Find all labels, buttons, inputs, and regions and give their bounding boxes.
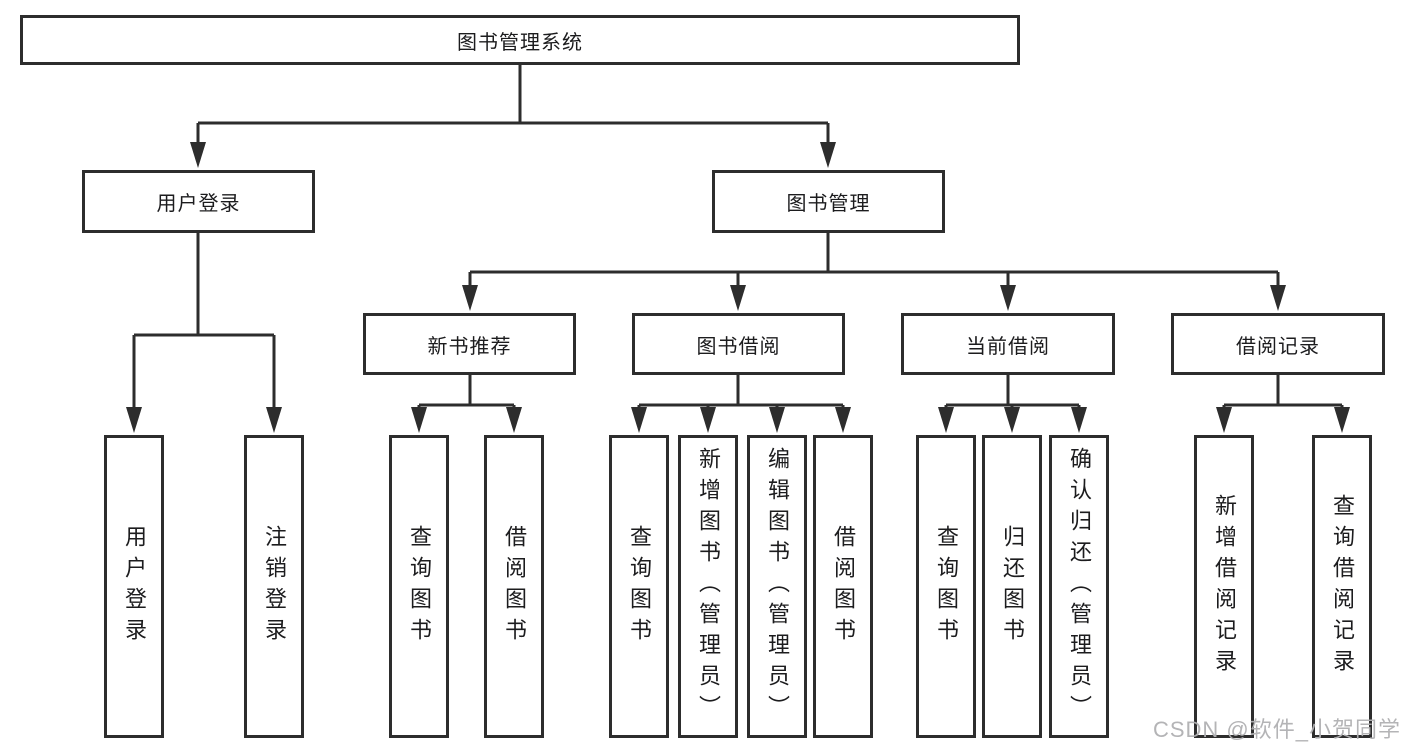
leaf-borrow-books-1: 借阅图书 xyxy=(484,435,544,738)
leaf-user-login: 用户登录 xyxy=(104,435,164,738)
leaf-add-books-admin: 新增图书（管理员） xyxy=(678,435,738,738)
leaf-borrow-books-1-label: 借阅图书 xyxy=(502,524,527,649)
node-new-book-recommend: 新书推荐 xyxy=(363,313,576,375)
leaf-confirm-return-admin: 确认归还（管理员） xyxy=(1049,435,1109,738)
node-book-management-label: 图书管理 xyxy=(786,193,871,215)
leaf-query-borrow-record-label: 查询借阅记录 xyxy=(1330,493,1355,680)
leaf-edit-books-admin: 编辑图书（管理员） xyxy=(747,435,807,738)
node-user-login-label: 用户登录 xyxy=(156,193,241,215)
leaf-user-login-label: 用户登录 xyxy=(122,524,147,649)
leaf-borrow-books-2: 借阅图书 xyxy=(813,435,873,738)
node-new-book-recommend-label: 新书推荐 xyxy=(427,335,512,358)
leaf-logout-label: 注销登录 xyxy=(262,524,287,649)
leaf-add-borrow-record: 新增借阅记录 xyxy=(1194,435,1254,738)
watermark: CSDN @软件_小贺同学 xyxy=(1152,717,1401,742)
arrowheads xyxy=(126,142,1350,433)
leaf-query-books-3-label: 查询图书 xyxy=(934,524,959,649)
node-borrow-records: 借阅记录 xyxy=(1171,313,1385,375)
node-current-borrow-label: 当前借阅 xyxy=(966,335,1050,358)
leaf-query-books-2: 查询图书 xyxy=(609,435,669,738)
node-book-borrow-label: 图书借阅 xyxy=(696,335,781,358)
leaf-query-borrow-record: 查询借阅记录 xyxy=(1312,435,1372,738)
leaf-return-books: 归还图书 xyxy=(982,435,1042,738)
node-book-management: 图书管理 xyxy=(712,170,945,233)
leaf-query-books-1: 查询图书 xyxy=(389,435,449,738)
leaf-query-books-3: 查询图书 xyxy=(916,435,976,738)
leaf-query-books-2-label: 查询图书 xyxy=(627,524,652,649)
leaf-return-books-label: 归还图书 xyxy=(1000,524,1025,649)
leaf-query-books-1-label: 查询图书 xyxy=(407,524,432,649)
node-root: 图书管理系统 xyxy=(20,15,1020,65)
node-borrow-records-label: 借阅记录 xyxy=(1236,335,1320,358)
node-book-borrow: 图书借阅 xyxy=(632,313,845,375)
leaf-add-books-admin-label: 新增图书（管理员） xyxy=(696,447,721,726)
leaf-borrow-books-2-label: 借阅图书 xyxy=(831,524,856,649)
node-user-login: 用户登录 xyxy=(82,170,315,233)
leaf-edit-books-admin-label: 编辑图书（管理员） xyxy=(765,447,790,726)
node-current-borrow: 当前借阅 xyxy=(901,313,1115,375)
leaf-logout: 注销登录 xyxy=(244,435,304,738)
node-root-label: 图书管理系统 xyxy=(457,31,583,54)
leaf-add-borrow-record-label: 新增借阅记录 xyxy=(1212,493,1237,680)
leaf-confirm-return-admin-label: 确认归还（管理员） xyxy=(1067,447,1092,726)
